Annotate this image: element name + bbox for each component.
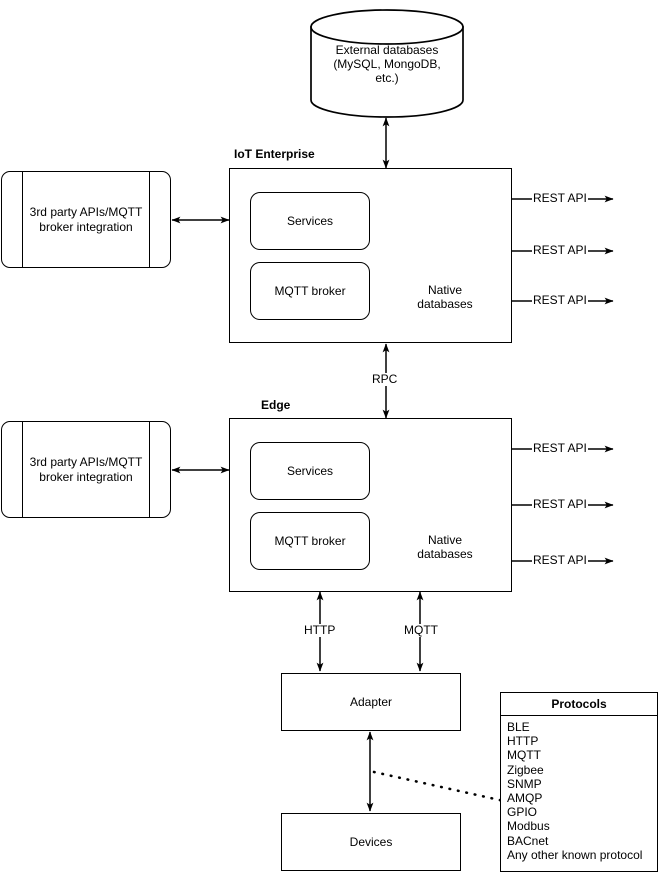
process-bar-right xyxy=(149,421,150,518)
list-item: GPIO xyxy=(507,805,538,820)
list-item: Zigbee xyxy=(507,762,544,777)
enterprise-third-party-integration-box[interactable]: 3rd party APIs/MQTT broker integration xyxy=(1,171,171,268)
rpc-connector-label: RPC xyxy=(371,372,399,386)
list-item: Modbus xyxy=(507,819,550,834)
enterprise-third-party-label: 3rd party APIs/MQTT broker integration xyxy=(29,204,143,234)
external-database-label: External databases (MySQL, MongoDB, etc.… xyxy=(333,43,441,85)
mqtt-connector-label: MQTT xyxy=(403,623,439,637)
process-bar-left xyxy=(22,171,23,268)
edge-third-party-label: 3rd party APIs/MQTT broker integration xyxy=(29,454,143,484)
devices-box[interactable]: Devices xyxy=(281,813,461,871)
list-item: Any other known protocol xyxy=(507,847,643,862)
enterprise-services-box[interactable]: Services xyxy=(250,192,370,250)
protocols-table-header: Protocols xyxy=(501,693,657,716)
enterprise-rest-api-label-1: REST API xyxy=(532,191,588,205)
enterprise-rest-api-label-3: REST API xyxy=(532,293,588,307)
section-title-edge: Edge xyxy=(261,398,291,412)
edge-rest-api-label-1: REST API xyxy=(532,441,588,455)
section-title-enterprise: IoT Enterprise xyxy=(234,147,315,161)
protocols-table: Protocols BLE HTTP MQTT Zigbee SNMP AMQP… xyxy=(500,692,658,872)
process-bar-right xyxy=(149,171,150,268)
enterprise-mqtt-broker-label: MQTT broker xyxy=(274,284,346,298)
adapter-label: Adapter xyxy=(349,695,393,709)
list-item: BACnet xyxy=(507,833,549,848)
edge-rest-api-label-3: REST API xyxy=(532,553,588,567)
devices-label: Devices xyxy=(349,835,393,849)
enterprise-mqtt-broker-box[interactable]: MQTT broker xyxy=(250,262,370,320)
enterprise-native-database-label: Native databases xyxy=(417,283,473,311)
protocols-list: BLE HTTP MQTT Zigbee SNMP AMQP GPIO Modb… xyxy=(501,716,657,865)
edge-mqtt-broker-box[interactable]: MQTT broker xyxy=(250,512,370,570)
enterprise-rest-api-label-2: REST API xyxy=(532,243,588,257)
enterprise-services-label: Services xyxy=(286,214,333,228)
process-bar-left xyxy=(22,421,23,518)
list-item: HTTP xyxy=(507,734,539,749)
edge-services-box[interactable]: Services xyxy=(250,442,370,500)
list-item: BLE xyxy=(507,720,530,734)
edge-services-label: Services xyxy=(286,464,333,478)
adapter-box[interactable]: Adapter xyxy=(281,673,461,731)
list-item: AMQP xyxy=(507,791,543,806)
edge-native-database-label: Native databases xyxy=(417,533,473,561)
list-item: MQTT xyxy=(507,748,541,763)
list-item: SNMP xyxy=(507,776,542,791)
edge-third-party-integration-box[interactable]: 3rd party APIs/MQTT broker integration xyxy=(1,421,171,518)
edge-rest-api-label-2: REST API xyxy=(532,497,588,511)
http-connector-label: HTTP xyxy=(303,623,337,637)
edge-mqtt-broker-label: MQTT broker xyxy=(274,534,346,548)
